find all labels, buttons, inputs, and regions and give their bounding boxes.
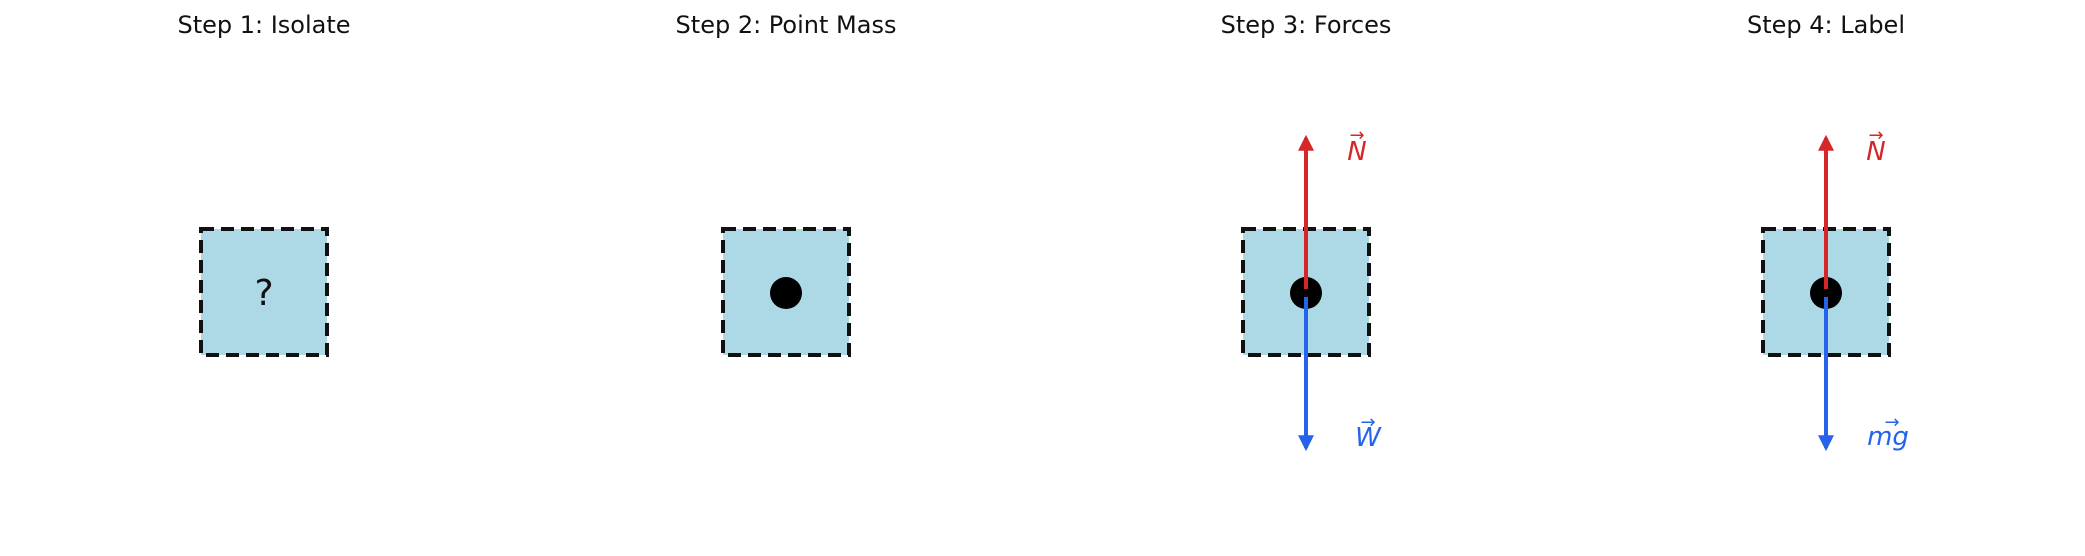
step-1-panel: Step 1: Isolate ? (177, 11, 351, 357)
step-3-weight-force-label: W (1355, 423, 1382, 453)
step-3-weight-vector-arrow-mark: → (1360, 412, 1375, 433)
step-3-normal-force-label: N (1347, 137, 1366, 167)
step-3-point-mass-dot (1290, 277, 1322, 309)
step-2-title: Step 2: Point Mass (676, 11, 897, 39)
step-4-normal-vector-arrow-mark: → (1868, 125, 1883, 146)
step-4-normal-force-label: N (1866, 137, 1885, 167)
step-3-title: Step 3: Forces (1221, 11, 1392, 39)
step-4-weight-force-label: mg (1867, 422, 1909, 452)
step-4-title: Step 4: Label (1747, 11, 1905, 39)
step-3-panel: Step 3: Forces → N → W (1221, 11, 1392, 453)
step-3-normal-vector-arrow-mark: → (1349, 125, 1364, 146)
step-2-point-mass-dot (770, 277, 802, 309)
step-4-weight-vector-arrow-mark: → (1884, 412, 1899, 433)
step-1-unknown-symbol: ? (254, 273, 273, 314)
step-2-panel: Step 2: Point Mass (676, 11, 897, 357)
step-1-title: Step 1: Isolate (177, 11, 350, 39)
step-1-body-box (199, 227, 329, 357)
step-4-point-mass-dot (1810, 277, 1842, 309)
step-4-panel: Step 4: Label → N → mg (1747, 11, 1909, 452)
